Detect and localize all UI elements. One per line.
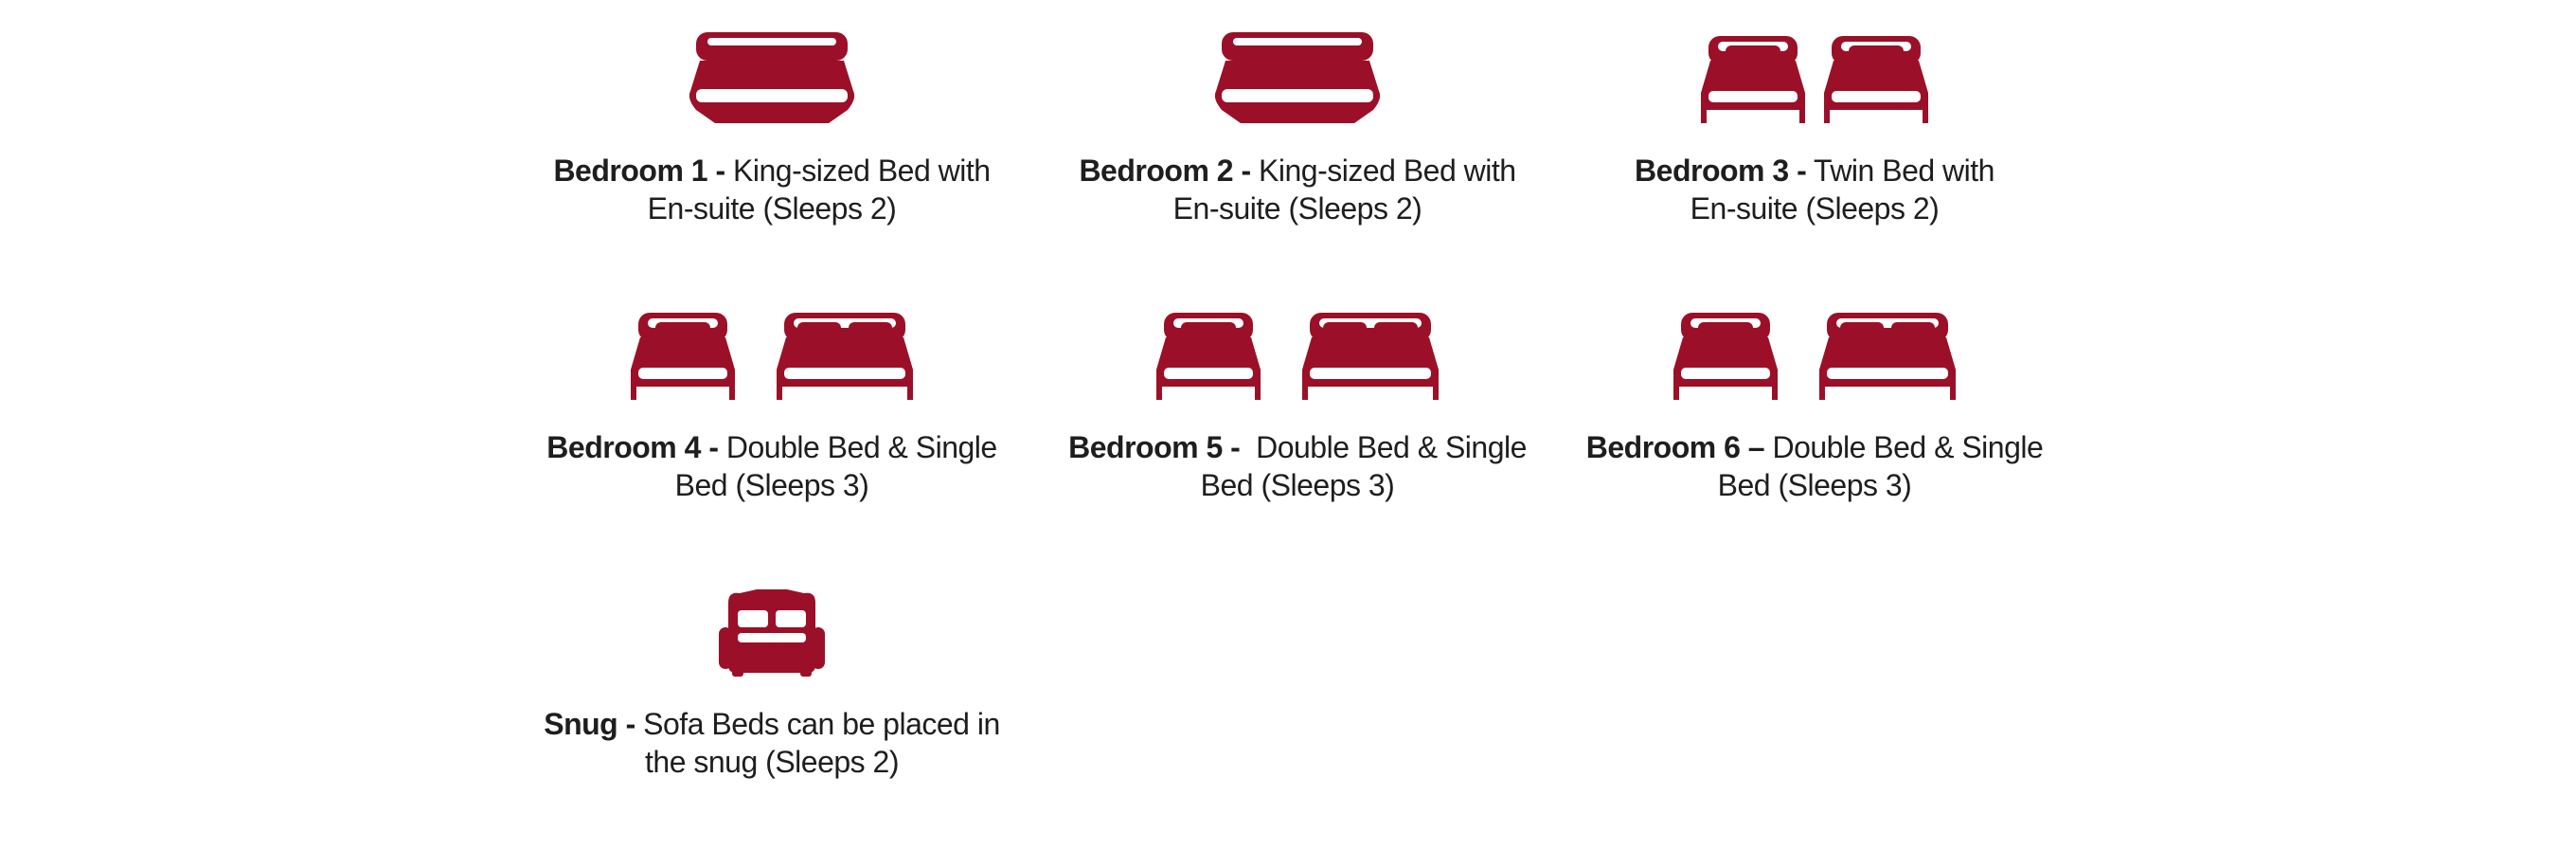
room-card-bedroom-2: Bedroom 2 - King-sized Bed with En-suite… — [1032, 25, 1563, 227]
room-caption: Bedroom 6 – Double Bed & Single Bed (Sle… — [1586, 428, 2044, 504]
room-caption: Bedroom 1 - King-sized Bed with En-suite… — [553, 152, 991, 227]
room-card-bedroom-5: Bedroom 5 - Double Bed & Single Bed (Sle… — [1032, 301, 1563, 504]
room-caption: Bedroom 5 - Double Bed & Single Bed (Sle… — [1068, 428, 1527, 504]
single-bed-icon — [1824, 36, 1928, 123]
room-description-line-2: Bed (Sleeps 3) — [1200, 468, 1395, 502]
room-description-line-1: King-sized Bed with — [1250, 154, 1516, 188]
sofa-bed-icon — [719, 589, 825, 677]
king-bed-icon — [689, 32, 855, 123]
single-bed-icon — [1673, 313, 1778, 400]
room-description-line-1: Double Bed & Single — [1764, 430, 2044, 464]
room-card-bedroom-6: Bedroom 6 – Double Bed & Single Bed (Sle… — [1549, 301, 2080, 504]
room-icons — [1672, 301, 1958, 400]
room-description-line-1: Twin Bed with — [1806, 154, 1995, 188]
room-name: Bedroom 1 - — [553, 154, 725, 188]
room-name: Snug - — [544, 707, 635, 741]
room-icons — [1212, 25, 1383, 123]
room-card-snug: Snug - Sofa Beds can be placed in the sn… — [507, 578, 1037, 781]
room-description-line-2: En-suite (Sleeps 2) — [1172, 191, 1422, 226]
room-description-line-2: En-suite (Sleeps 2) — [1690, 191, 1940, 226]
room-icons — [1154, 301, 1440, 400]
room-icons — [1699, 25, 1930, 123]
room-description-line-1: Double Bed & Single — [1240, 430, 1527, 464]
room-caption: Snug - Sofa Beds can be placed in the sn… — [544, 705, 1000, 781]
room-card-bedroom-4: Bedroom 4 - Double Bed & Single Bed (Sle… — [507, 301, 1037, 504]
room-name: Bedroom 6 – — [1585, 430, 1765, 464]
room-description-line-1: King-sized Bed with — [724, 154, 991, 188]
single-bed-icon — [631, 313, 735, 400]
room-icons — [629, 301, 915, 400]
double-bed-icon — [1819, 313, 1956, 400]
room-card-bedroom-1: Bedroom 1 - King-sized Bed with En-suite… — [507, 25, 1037, 227]
room-icons — [719, 578, 825, 677]
room-description-line-1: Double Bed & Single — [718, 430, 997, 464]
room-caption: Bedroom 4 - Double Bed & Single Bed (Sle… — [546, 428, 997, 504]
room-description-line-2: Bed (Sleeps 3) — [674, 468, 869, 502]
single-bed-icon — [1156, 313, 1261, 400]
king-bed-icon — [1214, 32, 1381, 123]
room-caption: Bedroom 3 - Twin Bed with En-suite (Slee… — [1635, 152, 1995, 227]
room-name: Bedroom 4 - — [546, 430, 719, 464]
double-bed-icon — [1302, 313, 1439, 400]
double-bed-icon — [777, 313, 913, 400]
room-name: Bedroom 5 - — [1068, 430, 1241, 464]
room-description-line-2: the snug (Sleeps 2) — [645, 745, 899, 779]
room-caption: Bedroom 2 - King-sized Bed with En-suite… — [1079, 152, 1516, 227]
room-icons — [687, 25, 857, 123]
room-card-bedroom-3: Bedroom 3 - Twin Bed with En-suite (Slee… — [1549, 25, 2080, 227]
room-name: Bedroom 2 - — [1079, 154, 1251, 188]
room-description-line-2: En-suite (Sleeps 2) — [647, 191, 897, 226]
room-name: Bedroom 3 - — [1635, 154, 1807, 188]
room-description-line-1: Sofa Beds can be placed in — [635, 707, 1000, 741]
room-description-line-2: Bed (Sleeps 3) — [1717, 468, 1912, 502]
single-bed-icon — [1701, 36, 1805, 123]
